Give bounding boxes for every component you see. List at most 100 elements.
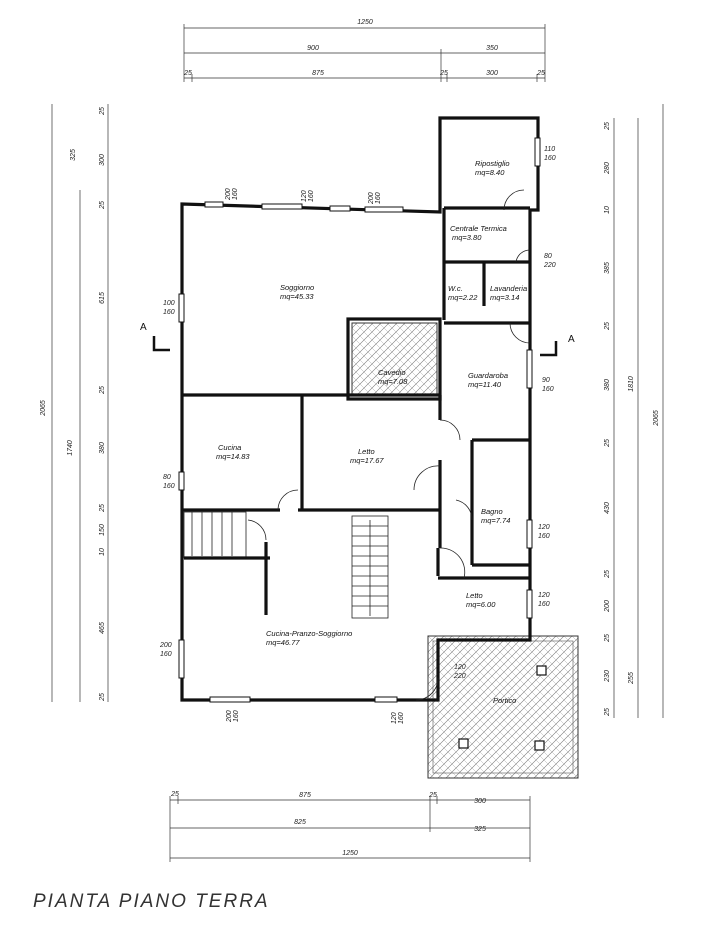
opening-8-h: 160 (163, 483, 175, 490)
opening-11-w: 200 (159, 642, 172, 649)
room-name-ripostiglio: Ripostiglio (475, 159, 510, 168)
bottom-dim-300: 300 (474, 798, 486, 805)
left-dim-6: 25 (99, 386, 106, 395)
room-labels: Ripostiglio mq=8.40 Centrale Termica mq=… (216, 159, 527, 705)
top-dim-25c: 25 (536, 70, 545, 77)
bottom-dim-25b: 25 (428, 792, 437, 799)
cavedio-hatch (351, 322, 438, 396)
room-name-cavedio: Cavedio (378, 368, 406, 377)
right-dim-10: 200 (604, 600, 611, 613)
room-name-soggiorno: Soggiorno (280, 283, 314, 292)
opening-5-h: 160 (544, 155, 556, 162)
room-area-wc: mq=2.22 (448, 293, 478, 302)
opening-5-w: 110 (544, 146, 555, 153)
left-dim-5: 615 (99, 292, 106, 304)
left-dim-11: 465 (99, 622, 106, 634)
room-area-cucina: mq=14.83 (216, 452, 250, 461)
bottom-dim-325: 325 (474, 826, 486, 833)
opening-8-w: 80 (163, 474, 171, 481)
right-dim-total: 2065 (653, 410, 660, 427)
left-dim-total: 2065 (40, 400, 47, 417)
opening-6-h: 220 (543, 262, 556, 269)
left-dim-10: 10 (99, 548, 106, 556)
opening-10-h: 160 (538, 601, 550, 608)
room-name-centrale-termica: Centrale Termica (450, 224, 507, 233)
right-dim-6: 380 (604, 379, 611, 391)
walls (180, 116, 540, 702)
section-marker-right: A (540, 334, 575, 357)
room-area-soggiorno: mq=45.33 (280, 292, 314, 301)
opening-12-w: 120 (454, 664, 466, 671)
right-dim-4: 385 (604, 262, 611, 274)
top-dim-25a: 25 (183, 70, 192, 77)
opening-4-w: 100 (163, 300, 175, 307)
bottom-dim-25a: 25 (170, 791, 179, 798)
section-marker-left: A (140, 322, 170, 352)
top-dim-900: 900 (307, 45, 319, 52)
right-dim-1: 25 (604, 122, 611, 131)
left-dim-8: 25 (99, 504, 106, 513)
left-dim-4: 25 (99, 201, 106, 210)
left-dim-9: 150 (99, 524, 106, 536)
right-dim-11: 25 (604, 634, 611, 643)
left-dim-7: 380 (99, 442, 106, 454)
opening-1-h: 160 (232, 188, 239, 200)
stairs (191, 512, 388, 616)
pillar (534, 740, 545, 751)
room-area-cucina-pranzo-soggiorno: mq=46.77 (266, 638, 300, 647)
section-label-right: A (568, 334, 575, 345)
left-dim-3: 300 (99, 154, 106, 166)
room-name-guardaroba: Guardaroba (468, 371, 508, 380)
top-dim-875: 875 (312, 70, 324, 77)
room-name-letto-small: Letto (466, 591, 483, 600)
room-name-portico: Portico (493, 696, 516, 705)
room-name-cucina-pranzo-soggiorno: Cucina-Pranzo-Soggiorno (266, 629, 352, 638)
room-name-cucina: Cucina (218, 443, 241, 452)
opening-9-w: 120 (538, 524, 550, 531)
opening-4-h: 160 (163, 309, 175, 316)
room-area-ripostiglio: mq=8.40 (475, 168, 505, 177)
room-area-centrale-termica: mq=3.80 (452, 233, 482, 242)
windows (178, 137, 541, 703)
room-name-lavanderia: Lavanderia (490, 284, 527, 293)
portico (427, 635, 579, 779)
right-dim-12: 230 (604, 670, 611, 683)
opening-12-h: 220 (453, 673, 466, 680)
opening-7-h: 160 (542, 386, 554, 393)
right-dim-13: 25 (604, 708, 611, 717)
top-dimensions: 1250 900 350 25 875 25 300 25 (183, 19, 546, 82)
top-dim-25b: 25 (439, 70, 448, 77)
right-dim-2: 280 (604, 162, 611, 175)
left-dim-mid: 1740 (67, 440, 74, 456)
opening-2-w: 120 (301, 190, 308, 202)
opening-13-w: 200 (226, 710, 233, 723)
opening-labels: 200 160 120 160 200 160 100 160 110 160 … (159, 146, 556, 724)
room-area-lavanderia: mq=3.14 (490, 293, 519, 302)
opening-11-h: 160 (160, 651, 172, 658)
opening-3-w: 200 (368, 192, 375, 205)
right-dim-8: 430 (604, 502, 611, 514)
room-area-cavedio: mq=7.08 (378, 377, 408, 386)
right-dim-mid: 1810 (628, 376, 635, 392)
right-dim-extra: 255 (628, 672, 635, 685)
bottom-dimensions: 25 875 25 300 825 325 1250 (169, 791, 531, 862)
top-dim-total: 1250 (357, 19, 373, 26)
right-dim-9: 25 (604, 570, 611, 579)
left-dimensions: 2065 1740 25 325 300 25 615 25 380 25 15… (40, 104, 109, 702)
opening-1-w: 200 (225, 188, 232, 201)
pillar (458, 738, 469, 749)
top-dim-350: 350 (486, 45, 498, 52)
bottom-dim-875: 875 (299, 792, 311, 799)
left-dim-12: 25 (99, 693, 106, 702)
room-area-guardaroba: mq=11.40 (468, 380, 502, 389)
bottom-dim-825: 825 (294, 819, 306, 826)
right-dimensions: 2065 1810 255 25 280 10 385 25 380 25 43… (604, 104, 664, 718)
room-area-bagno: mq=7.74 (481, 516, 510, 525)
page-title: PIANTA PIANO TERRA (33, 891, 270, 912)
pillar (536, 665, 547, 676)
left-dim-2: 325 (70, 149, 77, 161)
opening-3-h: 160 (375, 192, 382, 204)
section-label-left: A (140, 322, 147, 333)
opening-14-h: 160 (398, 712, 405, 724)
opening-10-w: 120 (538, 592, 550, 599)
